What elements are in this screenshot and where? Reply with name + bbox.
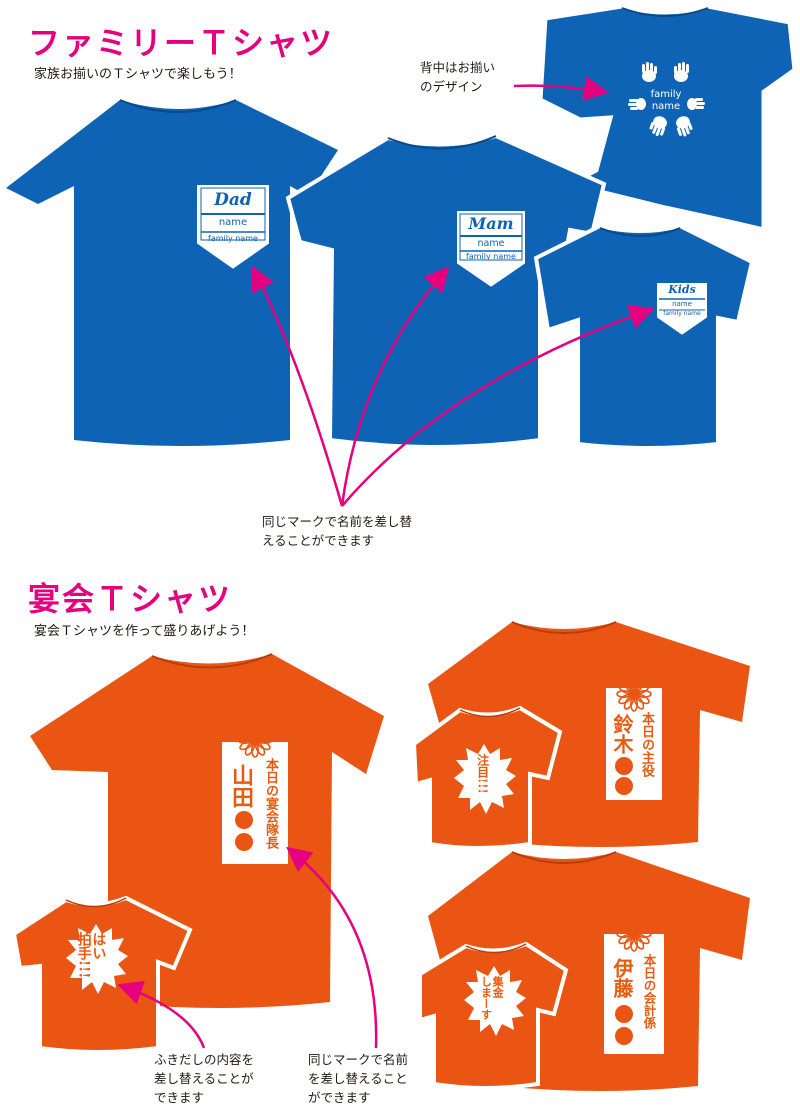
card-1-dots: ●● xyxy=(235,812,253,854)
burst-note-arrow xyxy=(117,980,206,1049)
dad-shirt xyxy=(6,99,338,446)
back-note: 背中はお揃い のデザイン xyxy=(420,60,496,94)
dad-badge xyxy=(195,183,271,272)
kids-badge-name: name xyxy=(672,300,692,308)
mam-badge-name: name xyxy=(477,238,505,249)
mam-badge xyxy=(455,209,527,290)
back-label-line1: family xyxy=(650,89,682,100)
name-note-arrow xyxy=(286,846,378,1049)
card-3-dots: ●● xyxy=(615,1006,633,1048)
burst-3-text: 集金 しまーす xyxy=(479,976,505,1020)
dad-badge-name: name xyxy=(218,217,248,228)
card-3-role: 本日の会計係 xyxy=(641,954,657,1029)
family-illustration xyxy=(6,6,795,507)
family-section-title: ファミリーＴシャツ xyxy=(28,24,335,62)
burst-2-text: 注目!!! xyxy=(475,754,490,794)
kids-badge-role: Kids xyxy=(668,283,696,296)
note-arrow-dad xyxy=(251,265,344,507)
card-2-role: 本日の主役 xyxy=(639,712,654,777)
back-note-arrow xyxy=(513,76,609,101)
party-shirt-3 xyxy=(428,851,750,1091)
family-section-subtitle: 家族お揃いのＴシャツで楽しもう！ xyxy=(34,67,242,82)
note-arrow-kids xyxy=(341,304,655,507)
party-note-right: 同じマークで名前 を差し替えること ができます xyxy=(308,1052,409,1105)
card-1-role: 本日の宴会隊長 xyxy=(263,758,278,849)
mam-badge-family: family name xyxy=(466,252,516,261)
dad-badge-role: Dad xyxy=(214,190,252,210)
hand-prints xyxy=(628,62,705,137)
party-note-left: ふきだしの内容を 差し替えることが できます xyxy=(154,1052,255,1105)
family-note: 同じマークで名前を差し替 えることができます xyxy=(262,514,413,548)
party-section-subtitle: 宴会Ｔシャツを作って盛りあげよう！ xyxy=(34,624,255,639)
kids-badge-family: family name xyxy=(663,310,701,317)
kids-badge xyxy=(655,281,709,338)
back-label-line2: name xyxy=(651,101,681,112)
card-2-name: 鈴木 xyxy=(610,714,634,754)
card-1-name: 山田 xyxy=(228,764,254,808)
burst-1-text: はい 拍手!!! xyxy=(75,932,107,979)
party-section-title: 宴会Ｔシャツ xyxy=(28,580,233,618)
kids-shirt xyxy=(533,223,755,450)
card-2-dots: ●● xyxy=(615,758,633,800)
dad-badge-family: family name xyxy=(208,234,258,243)
mam-badge-role: Mam xyxy=(468,214,514,233)
note-arrow-mam xyxy=(340,266,450,507)
party-shirt-2 xyxy=(428,621,750,847)
card-3-name: 伊藤 xyxy=(610,958,634,998)
